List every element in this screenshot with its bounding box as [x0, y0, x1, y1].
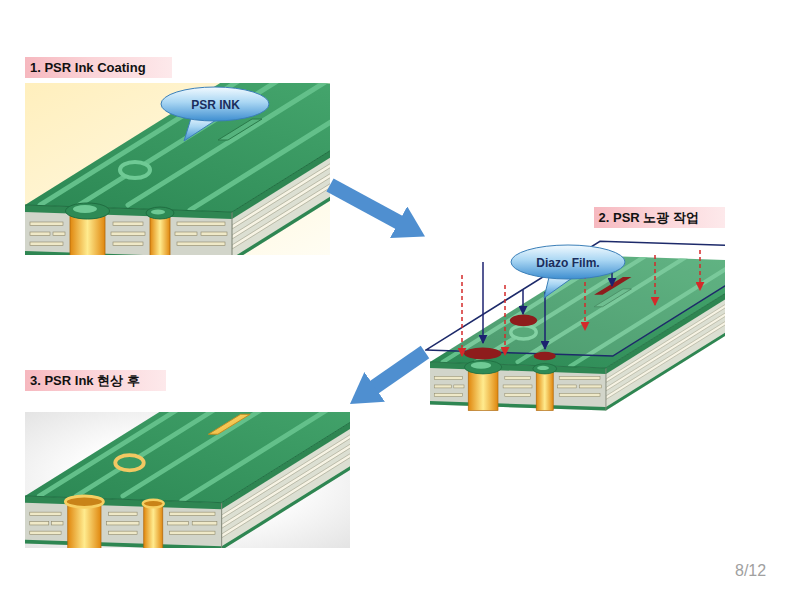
- uv-light-arrow: [544, 292, 546, 349]
- pcb-exposure-art: [426, 240, 725, 410]
- uv-light-arrow: [482, 262, 484, 343]
- pcb-coating-art: [25, 83, 330, 255]
- film-mask-patch: [464, 348, 501, 360]
- speech-bubble: Diazo Film.: [508, 243, 628, 300]
- diazo-film: [426, 241, 725, 356]
- flow-arrow: [368, 352, 425, 391]
- process-step: 1. PSR Ink CoatingPSR INK: [25, 55, 330, 255]
- pcb-developed-art: [115, 414, 250, 470]
- bubble-label: Diazo Film.: [508, 244, 628, 282]
- step-heading: 1. PSR Ink Coating: [25, 57, 172, 78]
- pcb-developed-art: [25, 412, 350, 548]
- bubble-label: PSR INK: [158, 86, 273, 124]
- pcb-coating-art: [25, 83, 330, 255]
- speech-bubble-outline: [508, 243, 628, 300]
- film-mask-patch: [510, 314, 537, 326]
- uv-pass-arrow: [699, 250, 701, 290]
- flow-arrow: [330, 185, 406, 226]
- process-step: 3. PSR Ink 현상 후: [25, 368, 350, 548]
- step-heading: 3. PSR Ink 현상 후: [25, 370, 166, 391]
- step-heading: 2. PSR 노광 작업: [594, 207, 725, 228]
- uv-pass-arrow: [461, 275, 463, 356]
- speech-bubble-outline: [158, 85, 273, 143]
- process-step: 2. PSR 노광 작업 Diazo Film.: [425, 205, 725, 415]
- pcb-coating-art: [25, 83, 330, 255]
- uv-pass-arrow: [654, 255, 656, 305]
- page-number: 8/12: [735, 562, 766, 580]
- speech-bubble: PSR INK: [158, 85, 273, 143]
- pcb-exposure-art: [464, 360, 556, 374]
- pcb-developed-art: [25, 412, 350, 548]
- pcb-exposure-art: [425, 240, 725, 415]
- uv-pass-arrow: [504, 285, 506, 355]
- uv-light-arrow: [522, 290, 524, 314]
- pcb-developed-art: [65, 496, 163, 507]
- pcb-coating-art: [66, 203, 175, 219]
- film-mask-patch: [534, 352, 556, 361]
- pcb-developed-art: [25, 412, 350, 548]
